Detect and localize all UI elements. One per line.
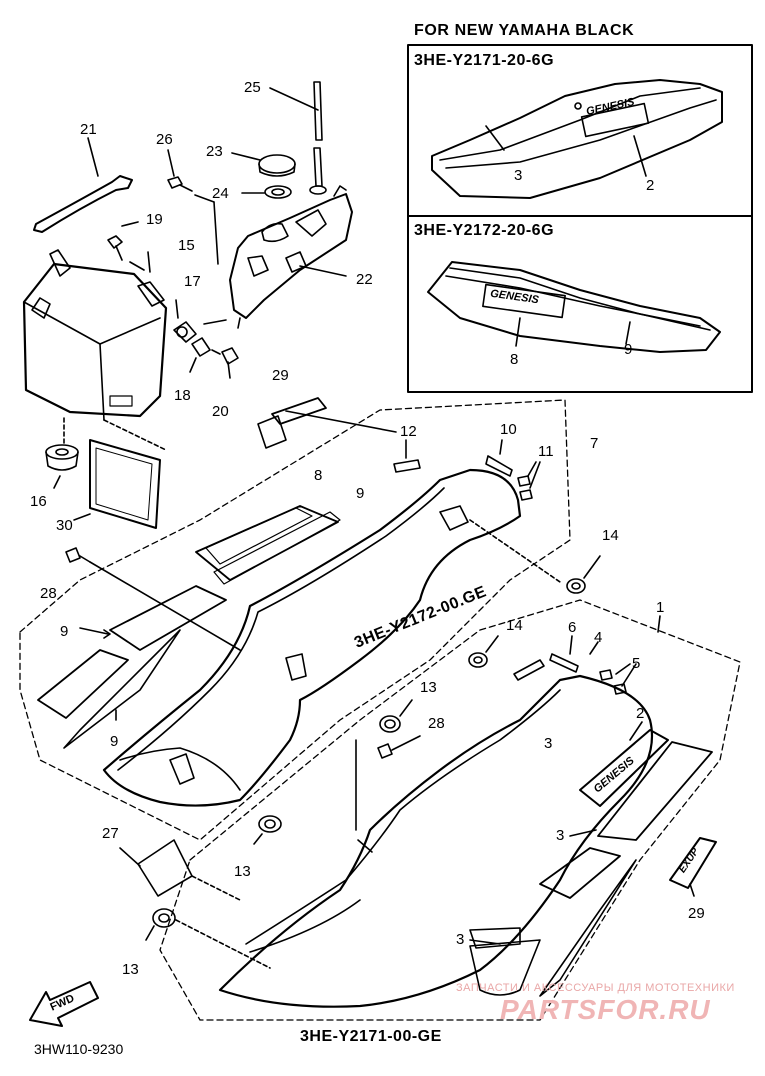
callout-15: 15 (178, 237, 195, 254)
callout-13b: 13 (234, 863, 251, 880)
callout-9b: 9 (60, 623, 69, 640)
callout-11: 11 (538, 443, 554, 460)
inset-code-bottom: 3HE-Y2172-20-6G (414, 222, 555, 239)
callout-22: 22 (356, 271, 373, 288)
callout-19: 19 (146, 211, 163, 228)
watermark-site: PARTSFOR.RU (500, 994, 711, 1025)
callout-8-inset: 8 (510, 351, 519, 368)
inset-box (407, 44, 753, 393)
callout-12: 12 (400, 423, 417, 440)
callout-17: 17 (184, 273, 201, 290)
callout-3-inset: 3 (514, 167, 523, 184)
inset-title: FOR NEW YAMAHA BLACK (414, 22, 635, 39)
callout-28a: 28 (40, 585, 57, 602)
callout-30: 30 (56, 517, 73, 534)
callout-6: 6 (568, 619, 577, 636)
right-cover-assembly (119, 599, 741, 1021)
diagram-code: 3HW110-9230 (34, 1041, 124, 1057)
callout-27: 27 (102, 825, 119, 842)
callout-4: 4 (594, 629, 603, 646)
callout-10: 10 (500, 421, 517, 438)
callout-3c: 3 (544, 735, 553, 752)
callout-20: 20 (212, 403, 229, 420)
callout-14a: 14 (602, 527, 619, 544)
reservoir-group (167, 81, 353, 329)
callout-9c: 9 (110, 733, 119, 750)
callout-1: 1 (656, 599, 665, 616)
callout-2-inset: 2 (646, 177, 655, 194)
callout-25: 25 (244, 79, 261, 96)
callout-23: 23 (206, 143, 223, 160)
callout-21: 21 (80, 121, 97, 138)
callout-24: 24 (212, 185, 229, 202)
callout-13a: 13 (420, 679, 437, 696)
callout-9-inset: 9 (624, 341, 633, 358)
inset-code-top: 3HE-Y2171-20-6G (414, 52, 555, 69)
battery-group (22, 137, 239, 529)
callout-26: 26 (156, 131, 173, 148)
callout-28b: 28 (428, 715, 445, 732)
callout-29a: 29 (272, 367, 289, 384)
right-cover-code: 3HE-Y2171-00-GE (300, 1028, 442, 1045)
callout-5: 5 (632, 655, 641, 672)
callout-7: 7 (590, 435, 599, 452)
left-cover-assembly (19, 397, 601, 845)
callout-3b: 3 (456, 931, 465, 948)
callout-9a: 9 (356, 485, 365, 502)
callout-13c: 13 (122, 961, 139, 978)
watermark-tagline: ЗАПЧАСТИ И АКСЕССУАРЫ ДЛЯ МОТОТЕХНИКИ (456, 982, 735, 994)
callout-18: 18 (174, 387, 191, 404)
callout-2: 2 (636, 705, 645, 722)
callout-14b: 14 (506, 617, 523, 634)
fwd-arrow-icon (29, 981, 99, 1027)
callout-3a: 3 (556, 827, 565, 844)
callout-29b: 29 (688, 905, 705, 922)
callout-8: 8 (314, 467, 323, 484)
callout-16: 16 (30, 493, 47, 510)
